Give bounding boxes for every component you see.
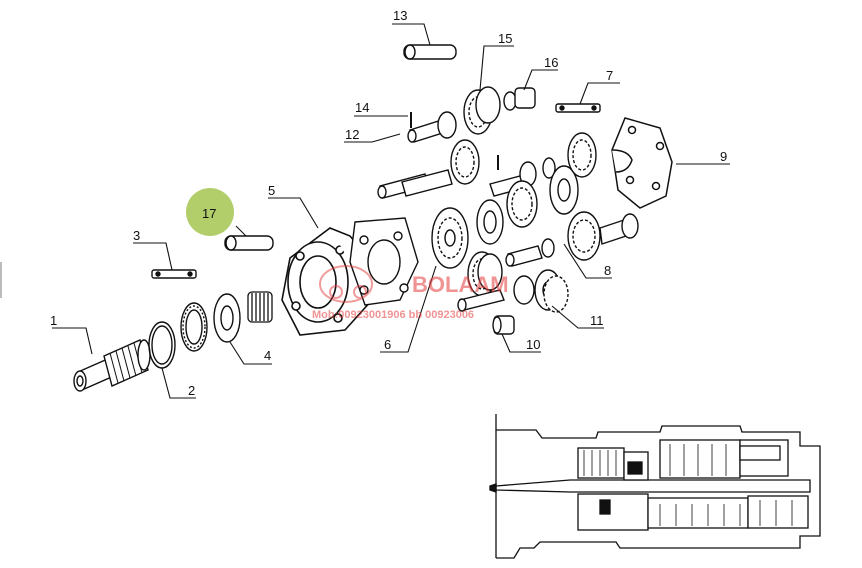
part-13-pin[interactable] — [403, 44, 457, 60]
callout-13[interactable]: 13 — [393, 8, 407, 23]
lower-gear-set[interactable] — [457, 238, 555, 312]
callout-7[interactable]: 7 — [606, 68, 613, 83]
callout-5[interactable]: 5 — [268, 183, 275, 198]
part-11-gear[interactable] — [534, 269, 569, 313]
callout-8[interactable]: 8 — [604, 263, 611, 278]
part-16-bearing[interactable] — [503, 87, 536, 111]
callout-16[interactable]: 16 — [544, 55, 558, 70]
callout-labels: 1 2 3 4 5 6 7 8 9 10 11 12 13 14 15 16 1… — [50, 8, 727, 398]
carrier-plate[interactable] — [349, 217, 419, 306]
part-17-pin[interactable] — [224, 235, 274, 251]
part-8-gear[interactable] — [506, 165, 639, 261]
callout-2[interactable]: 2 — [188, 383, 195, 398]
callout-4[interactable]: 4 — [264, 348, 271, 363]
callout-3[interactable]: 3 — [133, 228, 140, 243]
watermark-brand: BOLAAM — [412, 272, 509, 297]
callout-11[interactable]: 11 — [590, 313, 604, 328]
callout-17[interactable]: 17 — [202, 206, 216, 221]
part-4-washer[interactable] — [213, 293, 241, 343]
part-9-plate[interactable] — [611, 117, 673, 209]
part-15-gear[interactable] — [437, 86, 501, 139]
part-3-thrust-bearing[interactable] — [151, 269, 208, 352]
callout-1[interactable]: 1 — [50, 313, 57, 328]
watermark-logo — [319, 265, 373, 303]
watermark: BOLAAM Mob:00923001906 bb 00923006 — [312, 265, 509, 321]
callout-17-highlight — [186, 188, 234, 236]
part-1-input-shaft[interactable] — [73, 339, 151, 392]
center-washer[interactable] — [476, 199, 504, 245]
callout-12[interactable]: 12 — [345, 127, 359, 142]
callout-14[interactable]: 14 — [355, 100, 369, 115]
callout-6[interactable]: 6 — [384, 337, 391, 352]
part-2-ring[interactable] — [148, 321, 176, 369]
needle-bearing-small[interactable] — [247, 291, 273, 323]
part-10-bushing[interactable] — [492, 315, 515, 335]
callout-10[interactable]: 10 — [526, 337, 540, 352]
leader-lines — [52, 23, 730, 399]
middle-shaft-set[interactable] — [377, 139, 556, 199]
inset-cross-section[interactable] — [489, 414, 821, 559]
watermark-phone: Mob:00923001906 bb 00923006 — [312, 309, 474, 321]
part-7-key-gear[interactable] — [555, 103, 601, 178]
callout-9[interactable]: 9 — [720, 149, 727, 164]
callout-15[interactable]: 15 — [498, 31, 512, 46]
